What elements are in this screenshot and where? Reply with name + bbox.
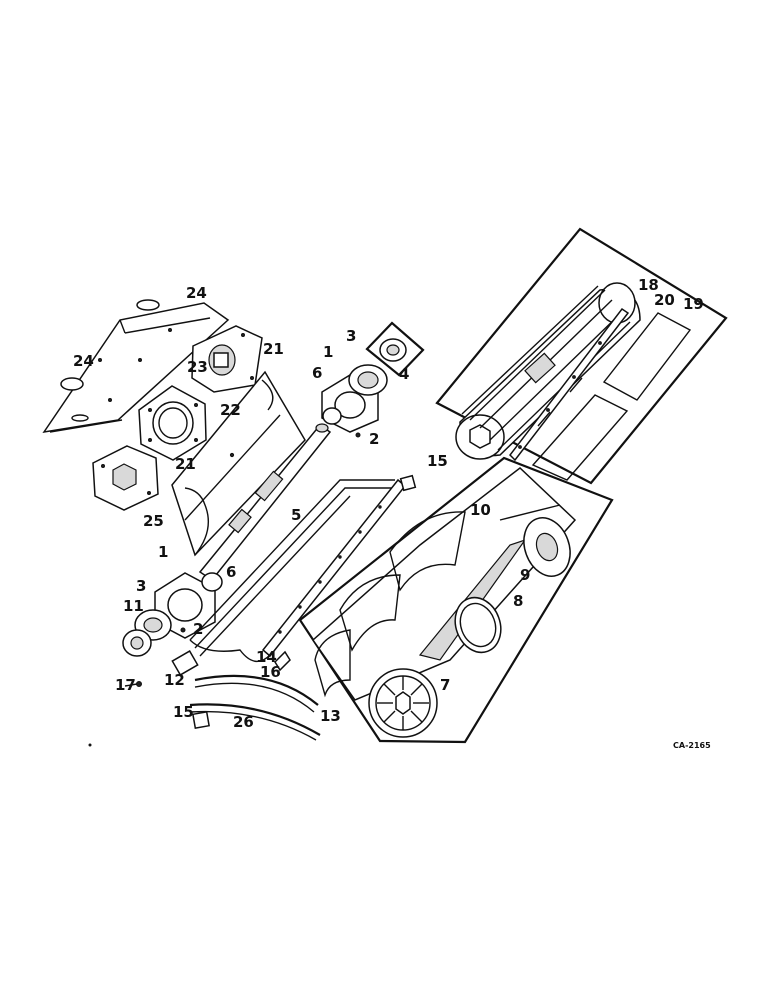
callout-c15a: 15 <box>427 452 448 470</box>
washer-part-24-left <box>60 377 84 391</box>
plate-part-16 <box>274 650 291 672</box>
callout-c9: 9 <box>520 566 530 584</box>
panel-part-19-upper <box>602 312 692 401</box>
bearing-assembly-lower-left <box>122 572 223 657</box>
top-plate-group <box>42 299 230 434</box>
washer-part-24-top <box>136 299 160 311</box>
figure-code: CA-2165 <box>673 741 711 750</box>
bearing-housing-21-upper <box>191 325 263 393</box>
callout-c6b: 6 <box>226 563 236 581</box>
callout-c11: 11 <box>123 597 144 615</box>
callout-c17: 17 <box>115 676 136 694</box>
panel-part-19-lower <box>531 394 629 481</box>
reel-panel-10-c <box>314 629 351 698</box>
reel-panel-10-b <box>339 574 401 652</box>
square-part-15-lower <box>192 711 210 729</box>
callout-c10: 10 <box>470 501 491 519</box>
callout-c25: 25 <box>143 512 164 530</box>
inset-reel-group <box>298 456 614 744</box>
bracket-part-12 <box>171 650 199 676</box>
callout-c3b: 3 <box>136 577 146 595</box>
strap-part-26 <box>189 703 321 736</box>
plate-part-23 <box>42 302 230 434</box>
callout-c1b: 1 <box>158 543 168 561</box>
strip-part-20 <box>509 307 630 462</box>
bolt-part-17 <box>124 681 142 687</box>
callout-c26: 26 <box>233 713 254 731</box>
callout-c15b: 15 <box>173 703 194 721</box>
inset-box-top <box>435 227 728 485</box>
callout-c21b: 21 <box>175 455 196 473</box>
callout-c7: 7 <box>440 676 450 694</box>
callout-c6a: 6 <box>312 364 322 382</box>
callout-c23: 23 <box>187 358 208 376</box>
shaft-part-5 <box>198 423 332 582</box>
flange-part-22 <box>138 385 207 461</box>
reel-panel-10-a <box>389 511 466 592</box>
reel-body <box>312 467 577 701</box>
reel-end-wheel-7 <box>368 668 438 738</box>
callout-c19: 19 <box>683 295 704 313</box>
callout-c12: 12 <box>164 671 185 689</box>
bearing-housing-21-lower <box>92 445 159 511</box>
channel-assembly <box>88 474 417 747</box>
callout-c4: 4 <box>399 365 409 383</box>
callout-c16: 16 <box>260 663 281 681</box>
callout-c13: 13 <box>320 707 341 725</box>
callout-c21a: 21 <box>263 340 284 358</box>
callout-c2a: 2 <box>369 430 379 448</box>
square-part-15-upper <box>399 474 417 492</box>
callout-c8: 8 <box>513 592 523 610</box>
callout-c22: 22 <box>220 401 241 419</box>
callout-c14: 14 <box>256 648 277 666</box>
callout-c1a: 1 <box>323 343 333 361</box>
callout-c24a: 24 <box>186 284 207 302</box>
rotor-hex-hole <box>469 424 491 449</box>
ring-part-6-lower <box>201 572 223 592</box>
callout-c24b: 24 <box>73 352 94 370</box>
bearing-assembly-upper-right <box>321 321 425 438</box>
screen-panel-25 <box>171 370 306 557</box>
ring-part-6-upper <box>322 407 342 425</box>
strap-part-13 <box>194 674 319 706</box>
rotor-hub <box>524 352 556 384</box>
insert-box-part-4 <box>365 321 425 377</box>
callout-c20: 20 <box>654 291 675 309</box>
inset-rotor-group <box>435 227 728 485</box>
callout-c18: 18 <box>638 276 659 294</box>
callout-c2b: 2 <box>193 620 203 638</box>
callout-c3a: 3 <box>346 327 356 345</box>
inset-box-bottom <box>298 456 614 744</box>
callout-c5: 5 <box>291 506 301 524</box>
